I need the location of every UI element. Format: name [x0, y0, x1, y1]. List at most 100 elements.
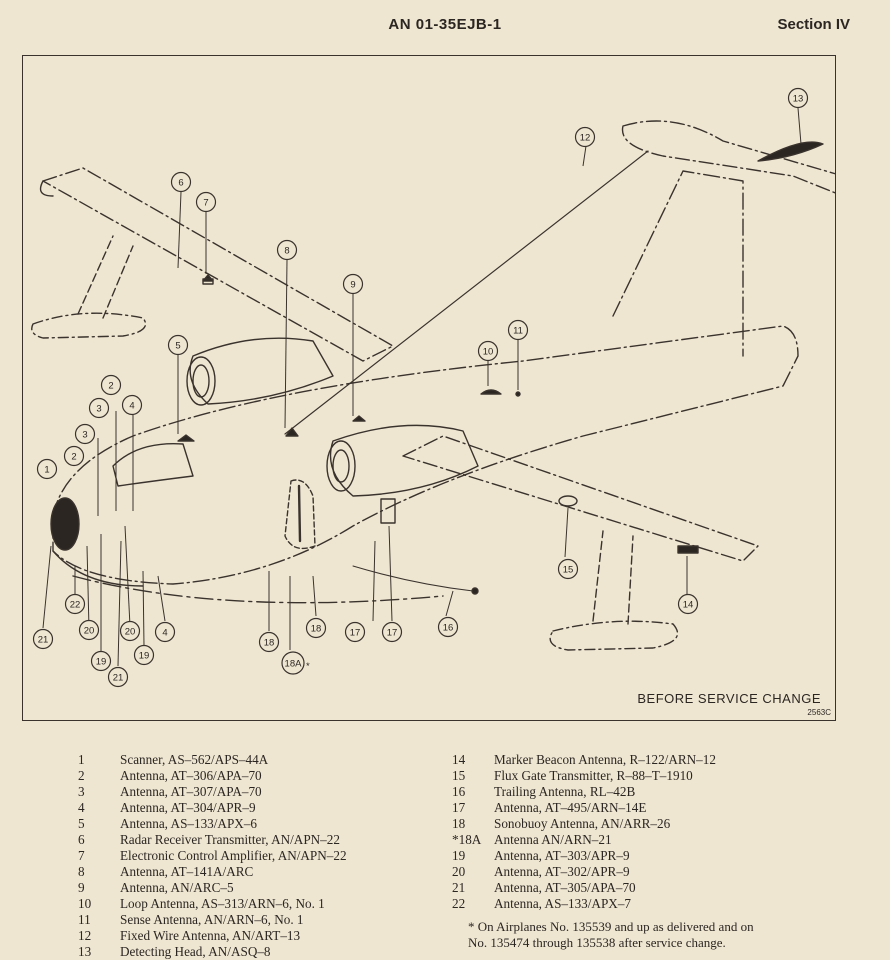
legend-number: 17: [452, 800, 466, 815]
callout-label: 11: [513, 326, 523, 337]
radome: [50, 497, 80, 551]
callout-label: 17: [350, 628, 361, 639]
legend-number: 9: [78, 880, 85, 895]
callout-17: 17: [381, 621, 403, 643]
footnote-line-2: No. 135474 through 135538 after service …: [468, 935, 726, 950]
legend-text: Antenna, AT–141A/ARC: [120, 864, 254, 879]
callout-13: 13: [787, 87, 809, 109]
legend-row: 1 Scanner, AS–562/APS–44A: [78, 752, 438, 768]
callout-label: 7: [203, 198, 208, 209]
callout-label: 19: [96, 657, 107, 668]
far-float: [31, 312, 147, 339]
legend-number: 8: [78, 864, 85, 879]
callout-label: 2: [71, 452, 76, 463]
callout-label: 2: [108, 381, 113, 392]
legend-text: Antenna, AT–495/ARN–14E: [494, 800, 647, 815]
aircraft-drawing: 1312678951011243312151422212019212019418…: [31, 87, 835, 688]
cockpit: [112, 442, 194, 487]
callout-14: 14: [677, 593, 699, 615]
callout-label: 19: [139, 651, 150, 662]
callout-19: 19: [90, 650, 112, 672]
legend-number: 11: [78, 912, 91, 927]
callout-12: 12: [574, 126, 596, 148]
callout-label: 20: [125, 627, 136, 638]
near-wing: [402, 435, 759, 562]
callout-20: 20: [119, 620, 141, 642]
callout-18: 18: [305, 617, 327, 639]
legend-text: Scanner, AS–562/APS–44A: [120, 752, 269, 767]
figure-number: 2563C: [807, 708, 831, 717]
callout-label: 17: [387, 628, 398, 639]
figure-caption: BEFORE SERVICE CHANGE: [637, 691, 821, 706]
footnote-marker-18a: *: [306, 661, 310, 672]
callout-label: 15: [563, 565, 574, 576]
callout-16: 16: [437, 616, 459, 638]
callout-3: 3: [88, 397, 110, 419]
callout-label: 21: [38, 635, 49, 646]
horizontal-tail: [621, 120, 835, 194]
callout-21: 21: [32, 628, 54, 650]
callout-label: 3: [82, 430, 87, 441]
near-engine: [329, 424, 479, 497]
legend-number: 15: [452, 768, 466, 783]
callout-label: 16: [443, 623, 454, 634]
legend-number: *18A: [452, 832, 482, 847]
callout-20: 20: [78, 619, 100, 641]
legend-text: Fixed Wire Antenna, AN/ART–13: [120, 928, 301, 943]
legend-text: Electronic Control Amplifier, AN/APN–22: [120, 848, 347, 863]
callout-2: 2: [100, 374, 122, 396]
legend-row: 22 Antenna, AS–133/APX–7: [452, 896, 862, 912]
legend-text: Sense Antenna, AN/ARN–6, No. 1: [120, 912, 304, 927]
callout-label: 4: [129, 401, 134, 412]
callout-17: 17: [344, 621, 366, 643]
legend-text: Antenna, AT–306/APA–70: [120, 768, 262, 783]
document-number: AN 01-35EJB-1: [388, 16, 502, 33]
legend-number: 20: [452, 864, 466, 879]
vertical-tail: [612, 170, 744, 357]
callout-label: 3: [96, 404, 101, 415]
callout-label: 4: [162, 628, 167, 639]
legend-number: 22: [452, 896, 466, 911]
legend-text: Marker Beacon Antenna, R–122/ARN–12: [494, 752, 716, 767]
legend-number: 16: [452, 784, 466, 799]
callout-22: 22: [64, 593, 86, 615]
callout-label: 12: [580, 133, 591, 144]
callout-4: 4: [121, 394, 143, 416]
legend-text: Antenna, AS–133/APX–7: [494, 896, 632, 911]
callout-label: 21: [113, 673, 124, 684]
legend-number: 10: [78, 896, 92, 911]
legend-number: 1: [78, 752, 85, 767]
footnote: * On Airplanes No. 135539 and up as deli…: [468, 919, 868, 951]
callout-label: 18: [264, 638, 275, 649]
callout-label: 22: [70, 600, 81, 611]
callout-2: 2: [63, 445, 85, 467]
legend-text: Antenna, AT–305/APA–70: [494, 880, 636, 895]
callout-label: 10: [483, 347, 494, 358]
near-float: [549, 620, 679, 651]
legend-number: 7: [78, 848, 85, 863]
legend-text: Sonobuoy Antenna, AN/ARR–26: [494, 816, 671, 831]
legend-number: 4: [78, 800, 85, 815]
callout-3: 3: [74, 423, 96, 445]
callout-9: 9: [342, 273, 364, 295]
legend-number: 13: [78, 944, 92, 959]
legend-row: 8 Antenna, AT–141A/ARC: [78, 864, 438, 880]
callout-label: 18A: [285, 659, 303, 670]
legend-text: Antenna, AN/ARC–5: [120, 880, 234, 895]
legend-number: 21: [452, 880, 466, 895]
callout-label: 14: [683, 600, 694, 611]
callout-label: 6: [178, 178, 183, 189]
callout-11: 11: [507, 319, 529, 341]
